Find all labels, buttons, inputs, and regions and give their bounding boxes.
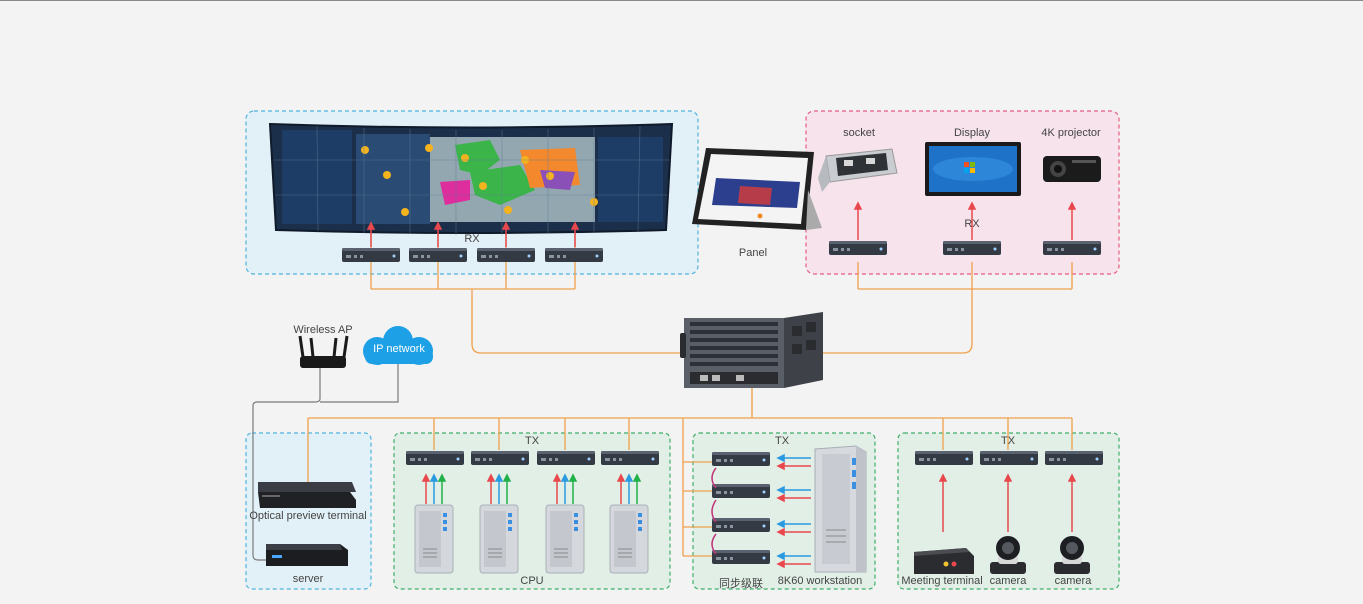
4k-projector <box>1043 156 1101 182</box>
cpu-signal-arrows <box>421 473 642 504</box>
wireless-ap-label: Wireless AP <box>293 324 353 336</box>
rx-receiver-2 <box>409 248 467 262</box>
display-label: Display <box>953 127 991 139</box>
rx-output-3 <box>1043 241 1101 255</box>
tx-meeting-3 <box>1045 451 1103 465</box>
tx-workstation-label: TX <box>774 435 790 447</box>
rx-receiver-3 <box>477 248 535 262</box>
projector-label: 4K projector <box>1041 127 1101 139</box>
cpu-zone <box>393 432 671 590</box>
optical-preview-label: Optical preview terminal <box>249 510 367 522</box>
workstation-label: 8K60 workstation <box>777 575 863 587</box>
camera-label-1: camera <box>989 575 1027 587</box>
socket-label: socket <box>843 127 875 139</box>
tx-cpu-4 <box>601 451 659 465</box>
camera-device-2 <box>1054 536 1090 574</box>
wireless-ap-router <box>298 335 349 368</box>
sync-cascade-line <box>711 467 717 555</box>
meeting-terminal-label: Meeting terminal <box>901 575 983 587</box>
tx-meeting-label: TX <box>1000 435 1016 447</box>
meeting-terminal-device <box>914 548 974 574</box>
tx-cpu-2 <box>471 451 529 465</box>
rx-output-label: RX <box>964 218 980 230</box>
top-border-line <box>0 0 1363 1</box>
rx-wall-label: RX <box>464 233 480 245</box>
tx-workstation-1 <box>712 452 770 466</box>
cpu-label: CPU <box>520 575 544 587</box>
socket-device <box>818 148 898 192</box>
ip-network-label: IP network <box>373 343 425 355</box>
panel-label: Panel <box>738 247 768 259</box>
rx-receiver-1 <box>342 248 400 262</box>
matrix-switcher <box>680 312 823 388</box>
output-signal-arrows <box>366 201 1077 247</box>
tx-cpu-label: TX <box>524 435 540 447</box>
tx-workstation-4 <box>712 550 770 564</box>
cascade-label: 同步级联 <box>719 578 763 590</box>
control-panel-tablet[interactable] <box>692 148 822 230</box>
tx-cpu-1 <box>406 451 464 465</box>
rx-output-1 <box>829 241 887 255</box>
cpu-tower-3 <box>545 504 585 574</box>
cpu-tower-2 <box>479 504 519 574</box>
rx-output-2 <box>943 241 1001 255</box>
server-box <box>266 544 348 566</box>
tx-meeting-2 <box>980 451 1038 465</box>
cpu-tower-4 <box>609 504 649 574</box>
meeting-signal-arrows <box>938 473 1077 532</box>
server-label: server <box>292 573 324 585</box>
cpu-tower-1 <box>414 504 454 574</box>
tx-meeting-1 <box>915 451 973 465</box>
tx-cpu-3 <box>537 451 595 465</box>
gray-link-lines <box>252 362 399 561</box>
tx-workstation-2 <box>712 484 770 498</box>
camera-device-1 <box>990 536 1026 574</box>
optical-preview-terminal <box>258 482 356 508</box>
workstation-signal-arrows <box>776 453 811 569</box>
tx-workstation-3 <box>712 518 770 532</box>
camera-label-2: camera <box>1054 575 1092 587</box>
ip-network-cloud <box>363 326 433 365</box>
display-monitor <box>925 142 1021 196</box>
workstation-tower <box>814 445 867 573</box>
video-wall <box>268 122 674 235</box>
rx-receiver-4 <box>545 248 603 262</box>
